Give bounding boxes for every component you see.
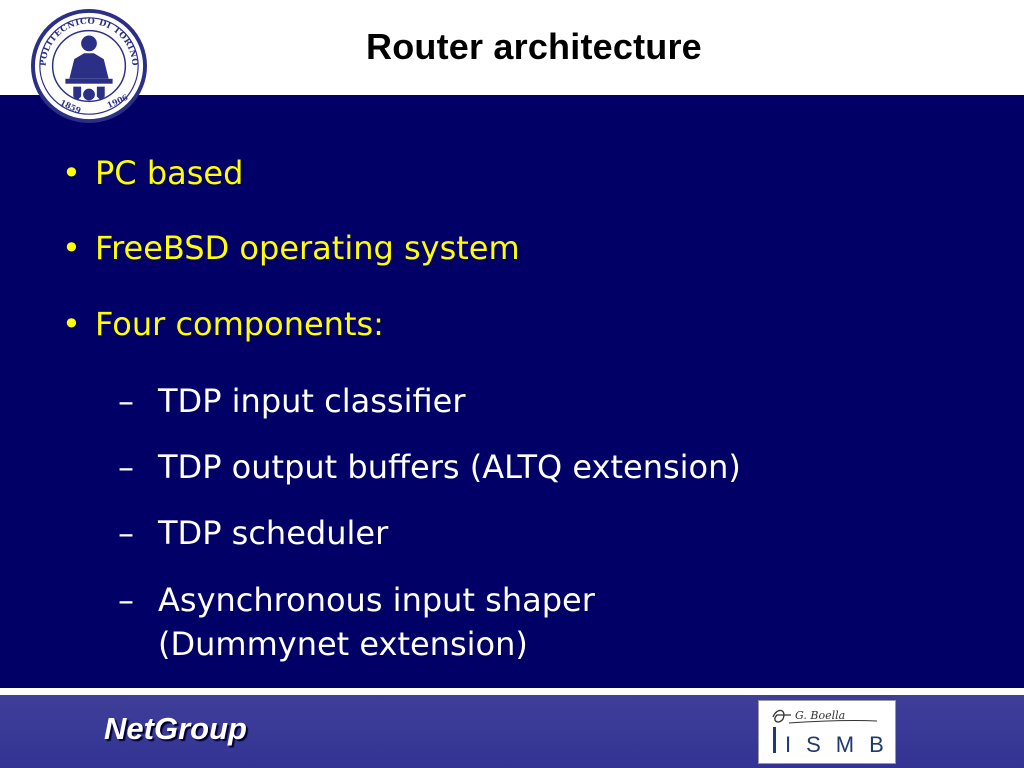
slide-title: Router architecture (366, 26, 702, 67)
sub-item-text: TDP scheduler (158, 514, 389, 552)
netgroup-logo: NetGroup (104, 711, 247, 746)
ismb-signature: G. Boella (795, 709, 845, 722)
sub-item-marker: – (118, 514, 134, 552)
ismb-logo: G. Boella ISMB (758, 700, 896, 764)
sub-item-text: TDP input classifier (158, 382, 466, 420)
bullet-item: • FreeBSD operating system (62, 229, 520, 267)
bullet-marker: • (62, 154, 81, 192)
bullet-text: PC based (95, 154, 244, 192)
sub-item-marker: – (118, 382, 134, 420)
footer-divider (0, 688, 1024, 695)
bullet-text: Four components: (95, 305, 384, 343)
bullet-item: • PC based (62, 154, 243, 192)
ismb-logo-icon: G. Boella ISMB (772, 709, 895, 757)
sub-item-text: Asynchronous input shaper (158, 581, 595, 619)
ismb-letters: ISMB (785, 732, 895, 757)
sub-item-marker: – (118, 448, 134, 486)
sub-item-marker: – (118, 581, 134, 619)
title-bar: Router architecture (0, 0, 1024, 95)
bullet-marker: • (62, 229, 81, 267)
bullet-marker: • (62, 305, 81, 343)
sub-item-text: TDP output buffers (ALTQ extension) (158, 448, 741, 486)
sub-item-text: (Dummynet extension) (158, 625, 528, 663)
content-panel: • PC based • FreeBSD operating system • Fou… (0, 95, 1024, 688)
bullet-item: • Four components: (62, 305, 384, 343)
university-seal-icon: POLITECNICO DI TORINO 1859 1906 (31, 8, 147, 124)
bullet-text: FreeBSD operating system (95, 229, 520, 267)
